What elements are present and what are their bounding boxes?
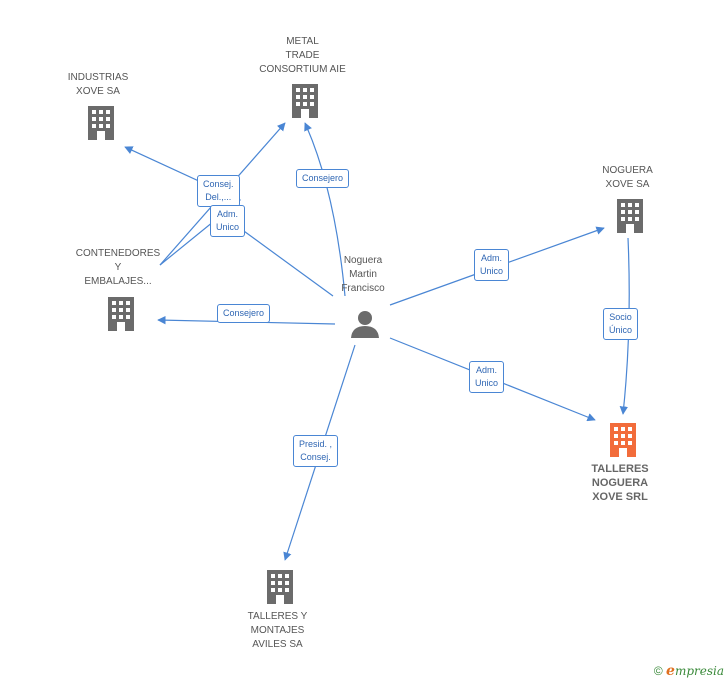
node-label-contenedores[interactable]: CONTENEDORES Y EMBALAJES... (75, 248, 161, 287)
edge-label-adm-unico-1[interactable]: Adm. Unico (210, 205, 246, 237)
building-icon[interactable] (615, 199, 645, 238)
copyright-footer: © empresia (654, 663, 724, 679)
building-icon[interactable] (290, 84, 320, 123)
edge-label-consejero-metal[interactable]: Consejero (296, 169, 350, 188)
edge-consej-del (124, 146, 242, 266)
node-label-talleres-noguera[interactable]: TALLERES NOGUERA XOVE SRL (591, 463, 649, 503)
edge-label-adm-unico-talleres[interactable]: Adm. Unico (469, 361, 505, 393)
building-icon[interactable] (265, 570, 295, 609)
edge-label-adm-unico-noguera[interactable]: Adm. Unico (474, 249, 510, 281)
copyright-icon: © (653, 664, 663, 678)
node-label-noguera-xove[interactable]: NOGUERA XOVE SA (602, 165, 653, 190)
edge-consejero-metal (304, 122, 346, 297)
node-label-metal[interactable]: METAL TRADE CONSORTIUM AIE (259, 36, 346, 75)
node-label-person[interactable]: Noguera Martin Francisco (341, 255, 385, 294)
building-icon-focus[interactable] (608, 423, 638, 462)
node-label-industrias[interactable]: INDUSTRIAS XOVE SA (67, 72, 129, 97)
building-icon[interactable] (106, 297, 136, 336)
edge-label-socio-unico[interactable]: Socio Único (603, 308, 639, 340)
edge-label-consejero-cont[interactable]: Consejero (217, 304, 271, 323)
edge-label-consej-del[interactable]: Consej. Del.,... (197, 175, 240, 207)
edge-label-presid-consej[interactable]: Presid. , Consej. (293, 435, 339, 467)
building-icon[interactable] (86, 106, 116, 145)
node-label-talleres-aviles[interactable]: TALLERES Y MONTAJES AVILES SA (247, 611, 308, 650)
brand-logo[interactable]: empresia (666, 663, 724, 679)
person-icon[interactable] (350, 310, 380, 343)
